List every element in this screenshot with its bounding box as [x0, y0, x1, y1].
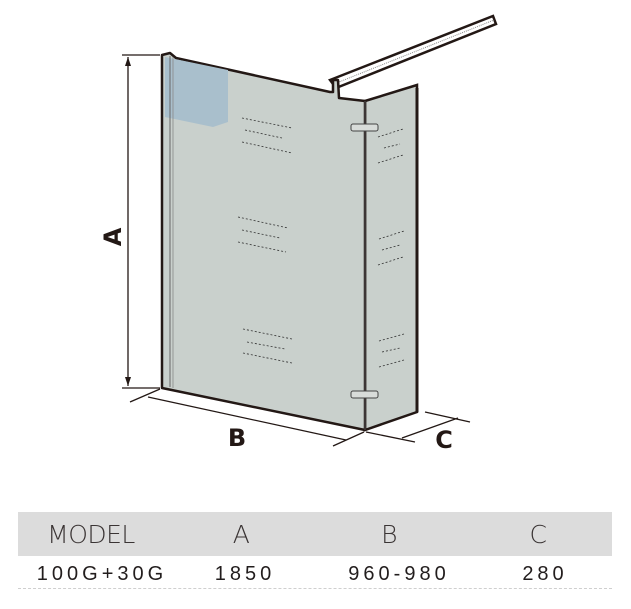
return-glass-panel: [363, 83, 419, 432]
clamp-top: [350, 123, 379, 132]
clamp-bottom: [350, 390, 379, 399]
header-b: B: [381, 520, 397, 549]
cell-model: 100G+30G: [36, 563, 168, 585]
wall-profile-tint: [165, 57, 228, 127]
shower-screen-diagram: A B C: [99, 14, 498, 454]
dimension-b: [129, 388, 365, 447]
cell-a: 1850: [214, 563, 276, 585]
cell-c: 280: [522, 563, 568, 585]
header-c: C: [529, 520, 547, 549]
label-c: C: [435, 426, 453, 454]
spec-table-header: MODEL A B C: [18, 512, 612, 556]
main-glass-panel: [160, 51, 367, 432]
support-bar: [328, 14, 498, 90]
label-b: B: [228, 424, 246, 452]
dimension-c: [365, 411, 471, 443]
cell-b: 960-980: [348, 563, 450, 585]
glass-reflections: [237, 117, 405, 368]
table-row: 100G+30G 1850 960-980 280: [18, 560, 612, 589]
header-model: MODEL: [47, 520, 135, 549]
label-a: A: [99, 227, 127, 246]
dimension-a: [122, 54, 160, 389]
header-a: A: [232, 520, 250, 549]
